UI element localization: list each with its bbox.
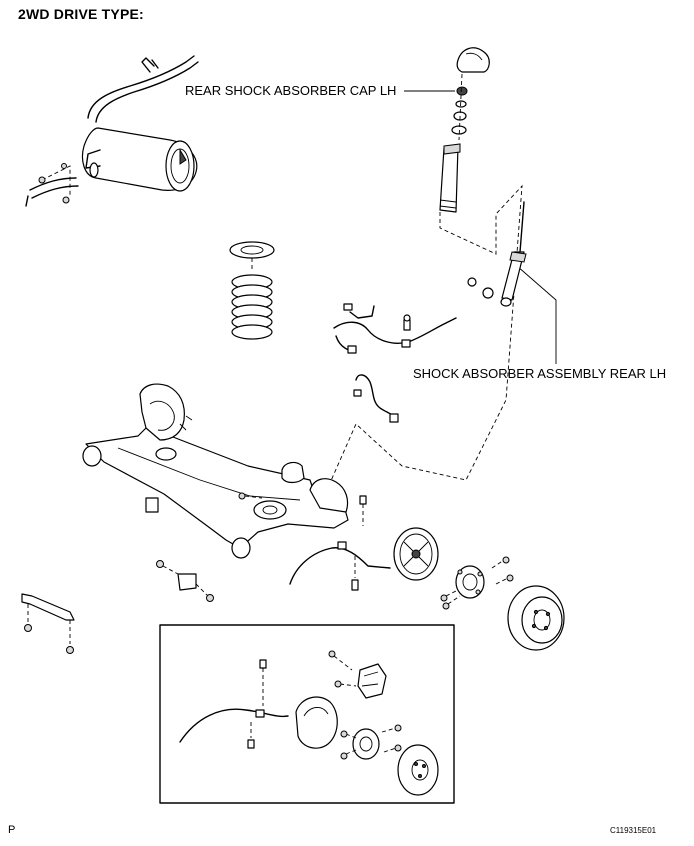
brake-backing-plate [393, 527, 439, 581]
exhaust-gasket [89, 162, 99, 178]
rear-axle-beam [82, 383, 349, 559]
inset-brake-caliper [328, 650, 387, 699]
inset-bolts [247, 659, 267, 749]
muffler [81, 127, 198, 192]
abs-speed-sensor-wire [353, 374, 399, 423]
rear-stay-bracket [21, 593, 75, 654]
beam-bushing [145, 497, 159, 513]
rear-axle-hub [455, 565, 485, 599]
parking-brake-cable [289, 541, 391, 591]
illustration-code: C119315E01 [610, 826, 657, 835]
shock-absorber-assembly-label: SHOCK ABSORBER ASSEMBLY REAR LH [413, 366, 667, 381]
beam-bolts [238, 492, 367, 526]
bushing-bracket-bolt-set [156, 560, 214, 602]
brake-drum [507, 585, 565, 651]
inset-axle-hub [340, 724, 402, 760]
page-marker: P [8, 824, 16, 836]
spring-upper-insulator [229, 241, 275, 270]
inset-brake-disc [397, 744, 439, 796]
disc-brake-inset [159, 624, 455, 804]
inset-dust-cover [295, 696, 338, 749]
shock-absorber-assembly [500, 201, 527, 307]
diagram-title: 2WD DRIVE TYPE: [18, 6, 144, 22]
front-exhaust-pipe [25, 177, 79, 207]
brake-hose-assembly [333, 303, 457, 354]
rear-coil-spring [231, 274, 273, 340]
inset-parking-brake-cable [179, 708, 289, 743]
shock-absorber-cap-label: REAR SHOCK ABSORBER CAP LH [185, 83, 397, 98]
shock-lower-washers [467, 277, 494, 299]
exhaust-bolts [38, 163, 71, 204]
shock-dust-cover [439, 143, 461, 213]
hub-nuts [440, 556, 514, 610]
bump-stopper [281, 461, 305, 484]
shock-leader-line [516, 265, 557, 364]
shock-absorber-cap [456, 47, 490, 73]
upper-nut-stack [451, 73, 468, 141]
exhaust-tail-pipe [87, 55, 199, 123]
